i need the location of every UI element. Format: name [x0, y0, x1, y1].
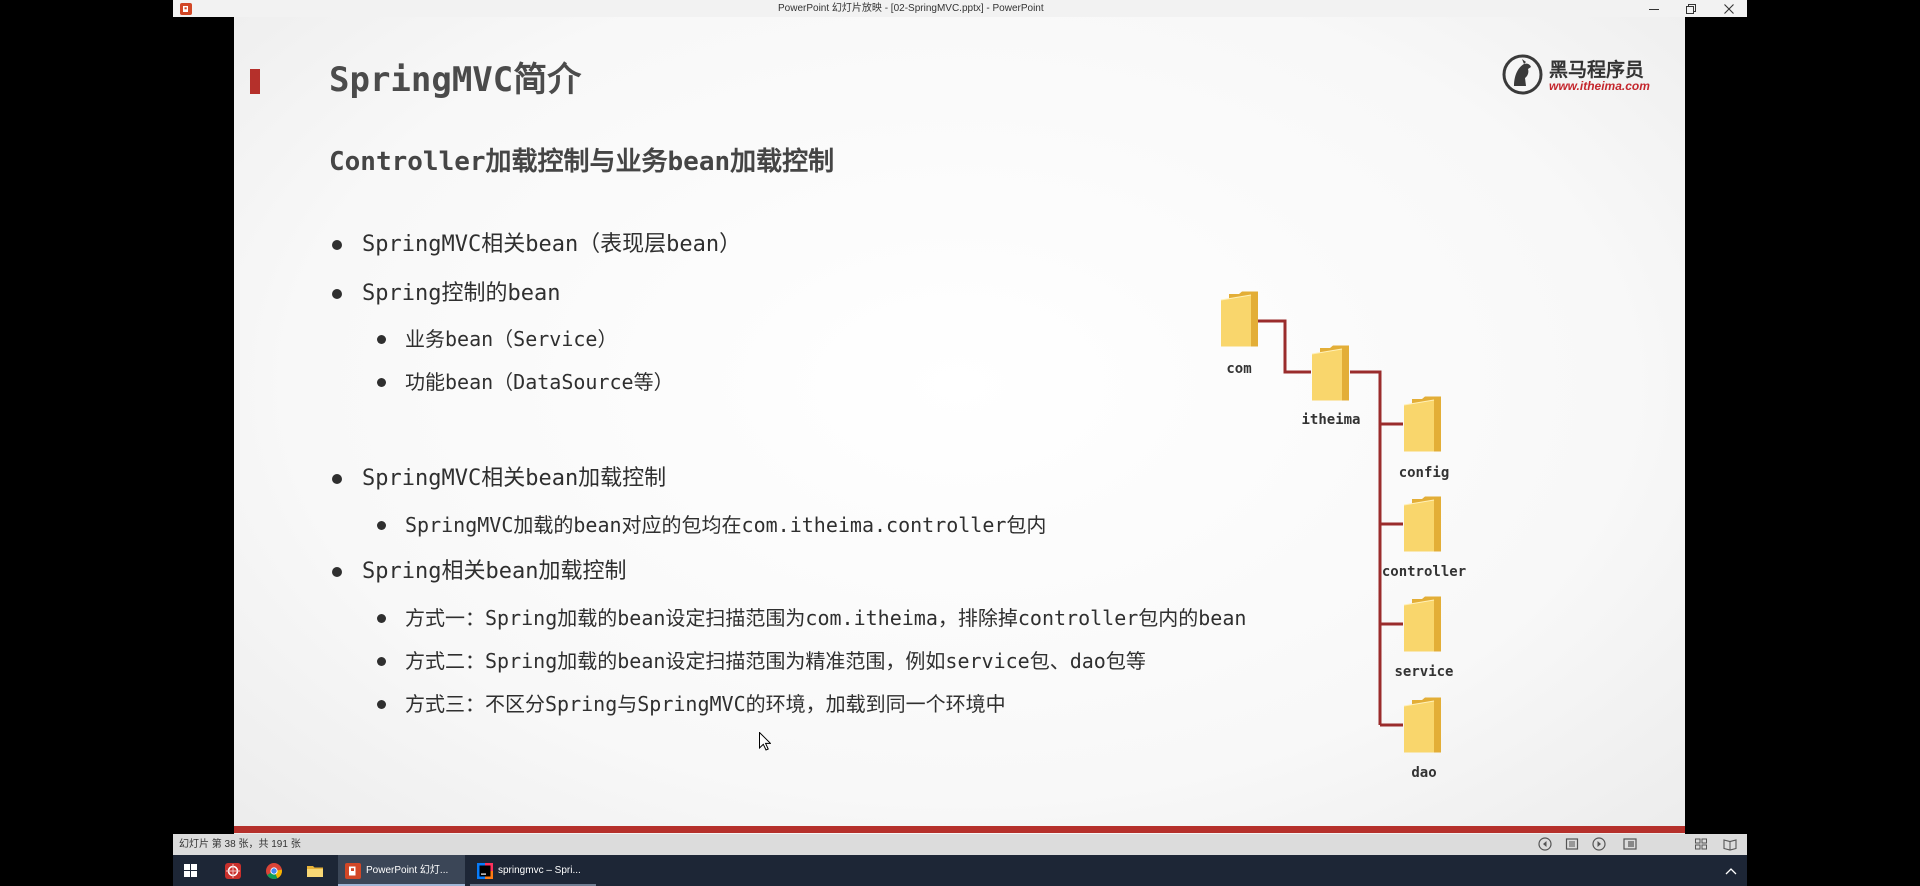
- slide-sorter-icon[interactable]: [1694, 837, 1708, 851]
- restore-button[interactable]: [1676, 0, 1706, 17]
- bullet-marker: [377, 614, 386, 623]
- slide-menu-icon[interactable]: [1565, 837, 1579, 851]
- minimize-button[interactable]: [1639, 0, 1669, 17]
- bullet-marker: [377, 335, 386, 344]
- bullet-text: 方式二：Spring加载的bean设定扫描范围为精准范围，例如service包、…: [405, 649, 1146, 673]
- folder-icon: [1220, 291, 1259, 347]
- bullet-marker: [377, 521, 386, 530]
- folder-label-dao: dao: [1411, 765, 1437, 781]
- folder-icon: [1403, 496, 1442, 552]
- bullet-text: 业务bean（Service）: [405, 327, 618, 351]
- taskbar-window-label: PowerPoint 幻灯...: [366, 865, 449, 876]
- reading-view-icon[interactable]: [1723, 837, 1737, 851]
- folder-label-config: config: [1398, 465, 1450, 481]
- slide-subtitle: Controller加载控制与业务bean加载控制: [329, 147, 835, 177]
- powerpoint-icon: [345, 863, 361, 879]
- bullet-text: SpringMVC相关bean（表现层bean）: [362, 232, 742, 257]
- itheima-logo-icon: [1502, 54, 1543, 95]
- open-indicator: [470, 884, 596, 886]
- show-hidden-icons-chevron-icon[interactable]: [1725, 867, 1737, 875]
- bullet-text: SpringMVC相关bean加载控制: [362, 466, 667, 491]
- bullet-marker: [332, 474, 342, 484]
- bullet-marker: [332, 240, 342, 250]
- bullet-text: Spring相关bean加载控制: [362, 559, 627, 584]
- slide-canvas[interactable]: SpringMVC简介 黑马程序员 www.itheima.com Contro…: [234, 17, 1685, 834]
- logo-name: 黑马程序员: [1549, 60, 1645, 81]
- title-accent-bar: [250, 69, 260, 94]
- folder-icon: [1403, 396, 1442, 452]
- folder-label-com: com: [1226, 361, 1252, 377]
- folder-icon: [1311, 345, 1350, 401]
- bullet-marker: [377, 378, 386, 387]
- intellij-idea-icon: [477, 863, 493, 879]
- next-slide-icon[interactable]: [1592, 837, 1606, 851]
- previous-slide-icon[interactable]: [1538, 837, 1552, 851]
- status-bar: 幻灯片 第 38 张，共 191 张: [173, 834, 1747, 855]
- windows-start-icon[interactable]: [184, 864, 197, 877]
- bullet-marker: [332, 289, 342, 299]
- close-button[interactable]: [1714, 0, 1744, 17]
- bullet-text: SpringMVC加载的bean对应的包均在com.itheima.contro…: [405, 513, 1047, 537]
- slide-bottom-bar: [234, 826, 1685, 833]
- folder-label-service: service: [1394, 664, 1454, 680]
- window-title-bar: PowerPoint 幻灯片放映 - [02-SpringMVC.pptx] -…: [173, 0, 1747, 17]
- taskbar-intellij-button[interactable]: springmvc – Spri...: [470, 855, 596, 886]
- mouse-cursor-icon: [759, 732, 771, 751]
- slide-counter: 幻灯片 第 38 张，共 191 张: [179, 839, 301, 850]
- close-icon: [1724, 3, 1734, 14]
- bullet-marker: [332, 567, 342, 577]
- folder-label-itheima: itheima: [1301, 412, 1361, 428]
- logo-url: www.itheima.com: [1549, 79, 1650, 93]
- folder-icon: [1403, 697, 1442, 753]
- file-explorer-icon[interactable]: [306, 862, 324, 880]
- taskbar: PowerPoint 幻灯... springmvc – Spri...: [173, 855, 1747, 886]
- chrome-icon[interactable]: [265, 862, 283, 880]
- bullet-text: Spring控制的bean: [362, 281, 561, 306]
- slide-title: SpringMVC简介: [329, 60, 582, 100]
- taskbar-window-label: springmvc – Spri...: [498, 865, 581, 876]
- bullet-text: 功能bean（DataSource等）: [405, 370, 674, 394]
- taskbar-app-icon[interactable]: [224, 862, 242, 880]
- bullet-text: 方式三：不区分Spring与SpringMVC的环境，加载到同一个环境中: [405, 692, 1006, 716]
- bullet-text: 方式一：Spring加载的bean设定扫描范围为com.itheima，排除掉c…: [405, 606, 1247, 630]
- bullet-marker: [377, 700, 386, 709]
- taskbar-powerpoint-button[interactable]: PowerPoint 幻灯...: [338, 855, 465, 886]
- folder-label-controller: controller: [1381, 564, 1467, 580]
- minimize-icon: [1649, 8, 1659, 10]
- powerpoint-icon: [180, 3, 192, 15]
- bullet-marker: [377, 657, 386, 666]
- normal-view-icon[interactable]: [1623, 837, 1637, 851]
- window-title: PowerPoint 幻灯片放映 - [02-SpringMVC.pptx] -…: [778, 3, 1044, 14]
- folder-icon: [1403, 596, 1442, 652]
- active-indicator: [338, 884, 465, 886]
- restore-icon: [1686, 3, 1696, 14]
